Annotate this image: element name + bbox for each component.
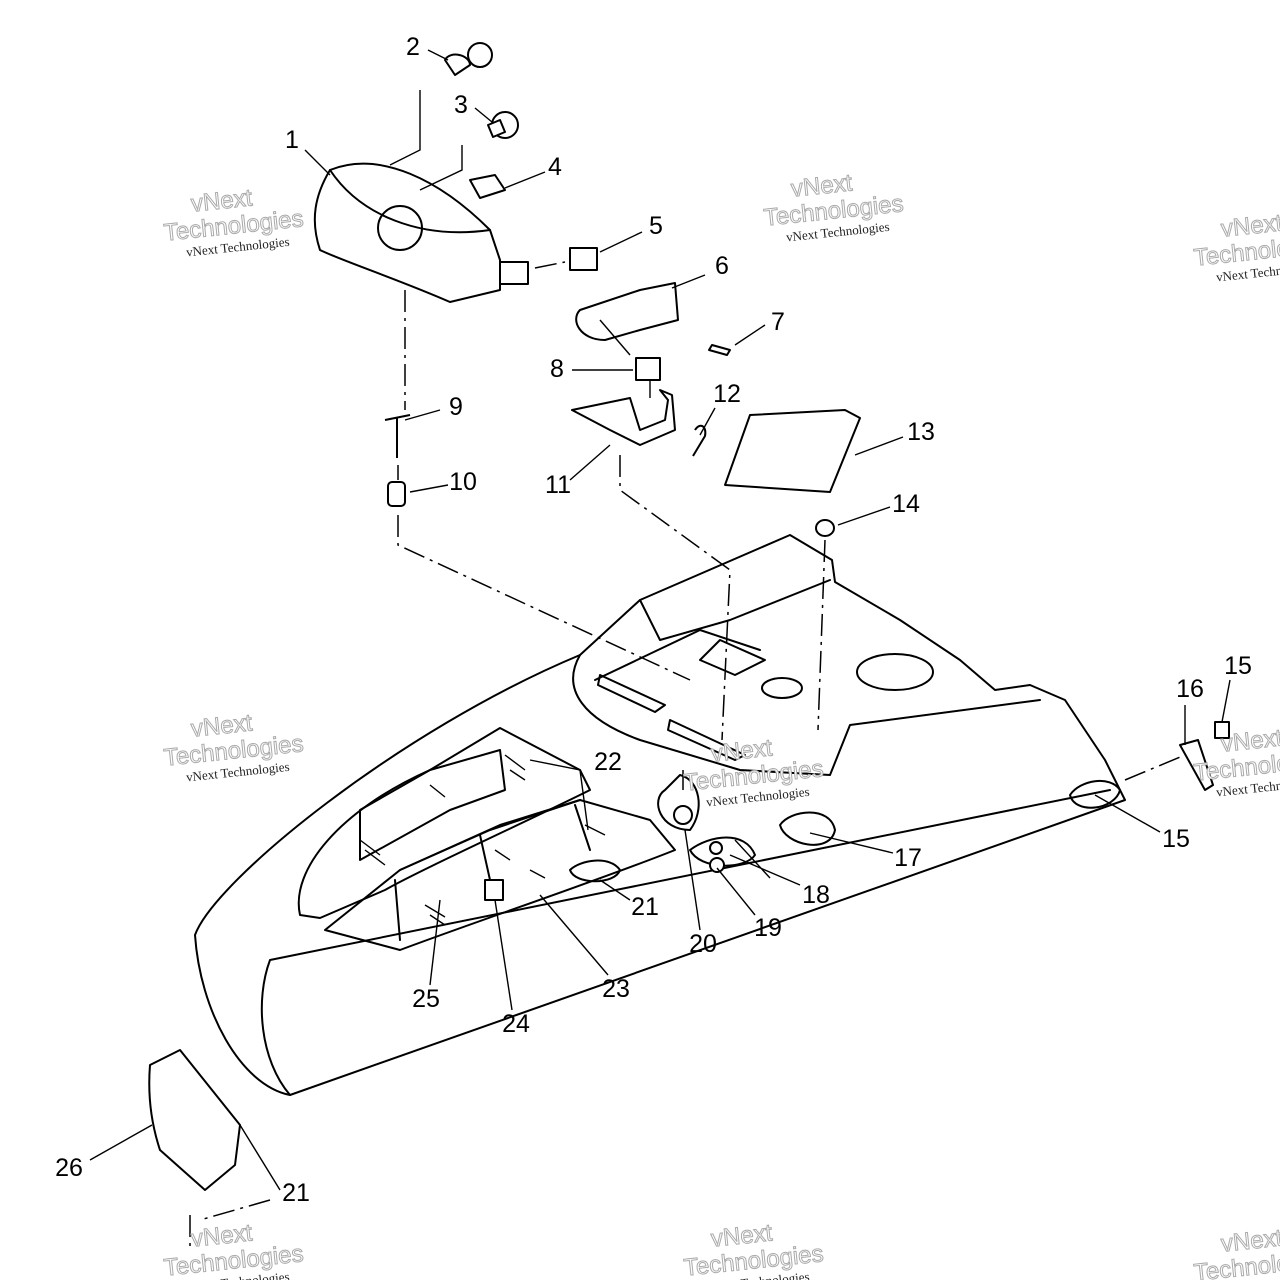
- callout-label: 6: [715, 252, 729, 280]
- callout-label: 12: [713, 380, 741, 408]
- callout-label: 17: [894, 844, 922, 872]
- callout-label: 21: [631, 893, 659, 921]
- callout-label: 2: [406, 33, 420, 61]
- callout-label: 23: [602, 975, 630, 1003]
- callout-label: 21: [282, 1179, 310, 1207]
- callout-label: 1: [285, 126, 299, 154]
- callout-label: 18: [802, 881, 830, 909]
- callout-label: 20: [689, 930, 717, 958]
- callout-label: 15: [1162, 825, 1190, 853]
- callout-label: 24: [502, 1010, 530, 1038]
- hood-body: [179, 534, 1126, 1161]
- callout-label: 26: [55, 1154, 83, 1182]
- callout-label: 9: [449, 393, 463, 421]
- callout-label: 25: [412, 985, 440, 1013]
- callout-label: 3: [454, 91, 468, 119]
- leader-lines: [89, 49, 1231, 1191]
- callout-label: 13: [907, 418, 935, 446]
- callout-label: 8: [550, 355, 564, 383]
- alignment-lines: [189, 261, 1186, 1250]
- callout-label: 10: [449, 468, 477, 496]
- callout-label: 5: [649, 212, 663, 240]
- bracket-parts: [148, 247, 1230, 1191]
- callout-label: 22: [594, 748, 622, 776]
- callout-label: 14: [892, 490, 920, 518]
- callout-label: 15: [1224, 652, 1252, 680]
- callout-label: 19: [754, 914, 782, 942]
- callout-label: 16: [1176, 675, 1204, 703]
- callout-label: 4: [548, 153, 562, 181]
- callout-label: 11: [545, 471, 571, 499]
- callout-label: 7: [771, 308, 785, 336]
- headlight-housing: [313, 42, 529, 303]
